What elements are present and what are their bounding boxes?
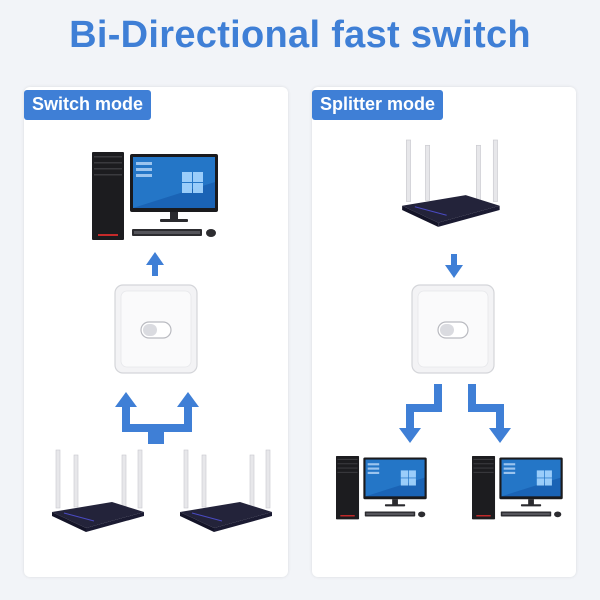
arrow-up-icon [146,252,164,276]
right-router [401,139,501,228]
split-arrows-icon [399,384,511,443]
left-router-2 [179,449,273,533]
left-computer [92,152,218,240]
switch-mode-label: Switch mode [24,90,152,120]
right-computer-2 [472,456,563,520]
splitter-mode-label: Splitter mode [312,90,444,120]
left-switch-box [114,284,198,374]
merge-arrows-icon [115,392,199,444]
left-router-1 [51,449,145,533]
right-computer-1 [336,456,427,520]
arrow-down-icon [445,254,463,278]
page-title: Bi-Directional fast switch [69,14,531,56]
right-switch-box [411,284,495,374]
